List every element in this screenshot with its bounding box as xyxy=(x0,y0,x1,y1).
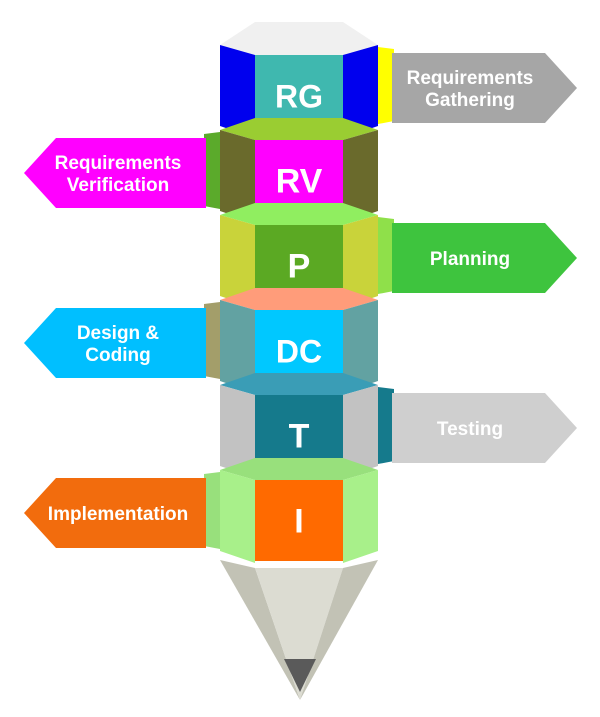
arrow-right xyxy=(392,223,577,293)
block-cap xyxy=(220,22,378,58)
stage-block-i: I Implementation xyxy=(24,458,378,563)
stage-label-line: Requirements xyxy=(55,153,182,174)
block-right-side xyxy=(343,300,378,393)
stage-label-line: Gathering xyxy=(425,90,515,111)
stage-label: Design &Coding xyxy=(77,323,160,366)
block-left-side xyxy=(220,385,255,478)
stage-label-line: Planning xyxy=(430,249,510,270)
block-left-side xyxy=(220,130,255,223)
arrow-connector xyxy=(204,472,220,549)
arrow-connector xyxy=(378,387,394,464)
stage-label-line: Testing xyxy=(437,419,503,440)
pencil-wood-right xyxy=(300,560,378,700)
stage-label: Testing xyxy=(437,419,503,440)
arrow-connector xyxy=(204,302,220,379)
stage-code: RV xyxy=(276,163,323,201)
block-left-side xyxy=(220,300,255,393)
pencil-tip xyxy=(220,560,378,700)
stage-label-line: Design & xyxy=(77,323,160,344)
pencil-wood-front xyxy=(255,568,343,700)
stage-code: I xyxy=(294,503,303,541)
stage-label: Planning xyxy=(430,249,510,270)
block-right-side xyxy=(343,215,378,308)
arrow-right xyxy=(392,393,577,463)
stage-code: T xyxy=(289,418,310,456)
arrow-left xyxy=(24,478,206,548)
arrow-connector xyxy=(204,132,220,209)
stage-label-line: Requirements xyxy=(407,68,534,89)
stage-code: RG xyxy=(275,79,323,115)
block-right-side xyxy=(343,470,378,563)
arrow-connector xyxy=(378,47,394,124)
block-left-side xyxy=(220,45,255,138)
block-top xyxy=(220,458,378,480)
block-right-side xyxy=(343,45,378,138)
stage-label-line: Verification xyxy=(67,175,169,196)
block-front xyxy=(255,480,343,561)
block-left-side xyxy=(220,215,255,308)
arrow-left xyxy=(24,138,206,208)
arrow-right xyxy=(392,53,577,123)
block-top xyxy=(220,373,378,395)
block-top xyxy=(220,203,378,225)
pencil-wood-left xyxy=(220,560,300,700)
block-top xyxy=(220,118,378,140)
block-top xyxy=(220,288,378,310)
stage-block-dc: DC Design &Coding xyxy=(24,288,378,393)
pencil-lead xyxy=(284,659,316,692)
block-right-side xyxy=(343,385,378,478)
stage-code: DC xyxy=(276,334,322,370)
block-left-side xyxy=(220,470,255,563)
stage-label-line: Implementation xyxy=(48,504,188,525)
arrow-connector xyxy=(378,217,394,294)
arrow-left xyxy=(24,308,206,378)
block-right-side xyxy=(343,130,378,223)
stage-code: P xyxy=(288,248,311,286)
stage-label-line: Coding xyxy=(85,345,150,366)
stage-label: Implementation xyxy=(48,504,188,525)
